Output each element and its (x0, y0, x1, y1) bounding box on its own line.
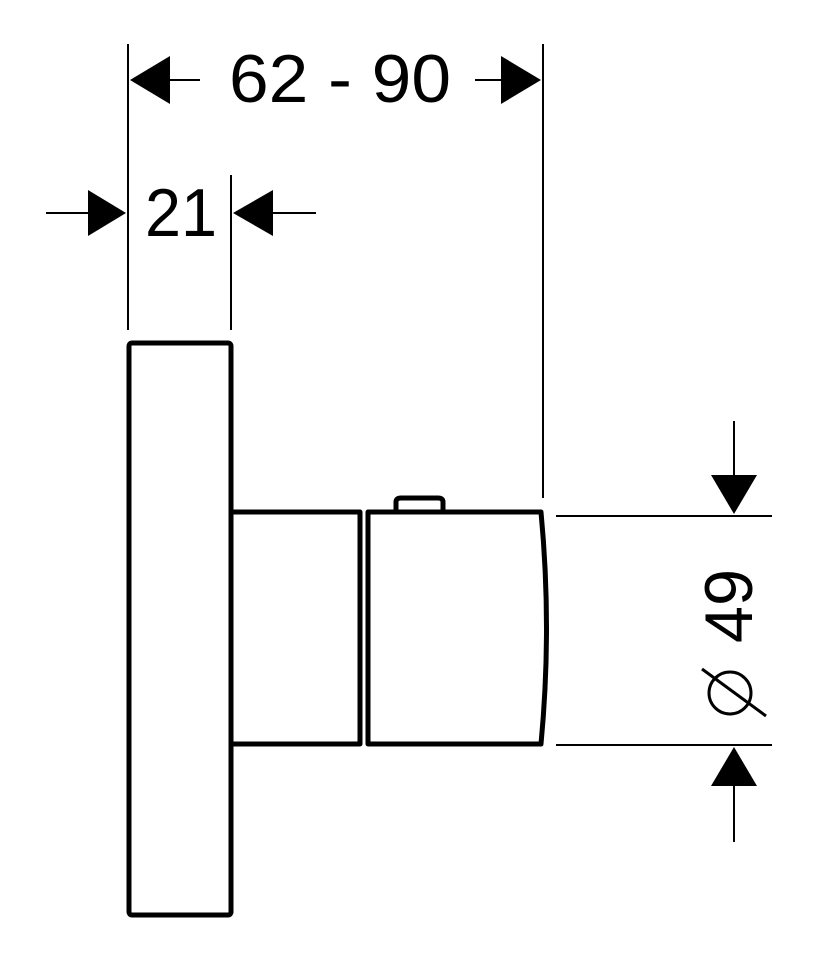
diameter-dimension: 49 (556, 421, 772, 842)
escutcheon-plate (126, 340, 234, 918)
escutcheon-depth-label: 21 (145, 175, 217, 251)
diameter-symbol-icon (701, 667, 767, 718)
arrow-left-icon (130, 56, 170, 104)
arrow-right-icon (88, 190, 126, 236)
arrow-right-icon (501, 56, 541, 104)
escutcheon-depth-dimension: 21 (46, 175, 316, 330)
arrow-down-icon (711, 475, 757, 514)
stop-button (393, 495, 446, 512)
sleeve-body (231, 509, 363, 747)
handle-knob (365, 509, 549, 747)
overall-depth-dimension: 62 - 90 (127, 41, 544, 498)
valve-outline (126, 340, 549, 918)
diameter-value-label: 49 (691, 569, 767, 643)
overall-depth-label: 62 - 90 (229, 41, 451, 117)
arrow-left-icon (233, 190, 273, 236)
arrow-up-icon (711, 747, 757, 786)
